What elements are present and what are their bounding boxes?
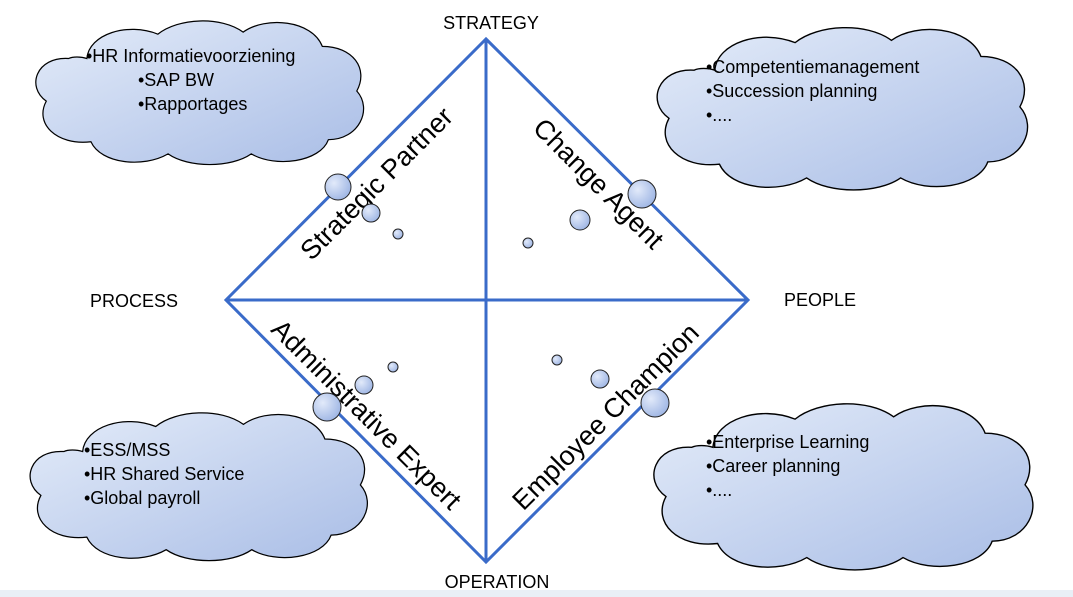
bubble-small bbox=[551, 354, 563, 366]
axis-label-process: PROCESS bbox=[90, 291, 178, 311]
cloud-bottom-left: •ESS/MSS •HR Shared Service •Global payr… bbox=[29, 412, 369, 562]
bottom-band bbox=[0, 590, 1073, 597]
cloud-top-right-line3: •.... bbox=[706, 105, 732, 125]
cloud-top-right: •Competentiemanagement •Succession plann… bbox=[656, 26, 1029, 191]
bubble-medium bbox=[590, 369, 610, 389]
axis-label-operation: OPERATION bbox=[445, 572, 550, 592]
cloud-bottom-right-line2: •Career planning bbox=[706, 456, 840, 476]
bubbles-top-right bbox=[522, 179, 657, 249]
roles-diamond bbox=[223, 36, 751, 565]
cloud-top-left-line2: •SAP BW bbox=[138, 70, 214, 90]
axis-label-strategy: STRATEGY bbox=[443, 13, 539, 33]
bubble-medium bbox=[354, 375, 374, 395]
cloud-top-left-line3: •Rapportages bbox=[138, 94, 247, 114]
bubble-small bbox=[387, 361, 399, 373]
bubble-small bbox=[392, 228, 404, 240]
bubble-large bbox=[627, 179, 657, 209]
bubble-large bbox=[324, 173, 352, 201]
bubbles-top-left bbox=[324, 173, 404, 240]
bubbles-bottom-right bbox=[551, 354, 670, 418]
cloud-bottom-right: •Enterprise Learning •Career planning •.… bbox=[653, 403, 1034, 571]
cloud-top-left-line1: •HR Informatievoorziening bbox=[86, 46, 295, 66]
cloud-bottom-right-line3: •.... bbox=[706, 480, 732, 500]
cloud-top-right-line2: •Succession planning bbox=[706, 81, 877, 101]
bubble-large bbox=[312, 392, 342, 422]
cloud-top-right-line1: •Competentiemanagement bbox=[706, 57, 919, 77]
bubble-large bbox=[640, 388, 670, 418]
bubble-medium bbox=[361, 203, 381, 223]
bubbles-bottom-left bbox=[312, 361, 399, 422]
cloud-bottom-left-line1: •ESS/MSS bbox=[84, 440, 170, 460]
bubble-small bbox=[522, 237, 534, 249]
cloud-bottom-right-line1: •Enterprise Learning bbox=[706, 432, 869, 452]
bubble-medium bbox=[569, 209, 591, 231]
cloud-bottom-left-line3: •Global payroll bbox=[84, 488, 200, 508]
cloud-top-left: •HR Informatievoorziening •SAP BW •Rappo… bbox=[35, 20, 365, 166]
axis-label-people: PEOPLE bbox=[784, 290, 856, 310]
cloud-bottom-left-line2: •HR Shared Service bbox=[84, 464, 244, 484]
